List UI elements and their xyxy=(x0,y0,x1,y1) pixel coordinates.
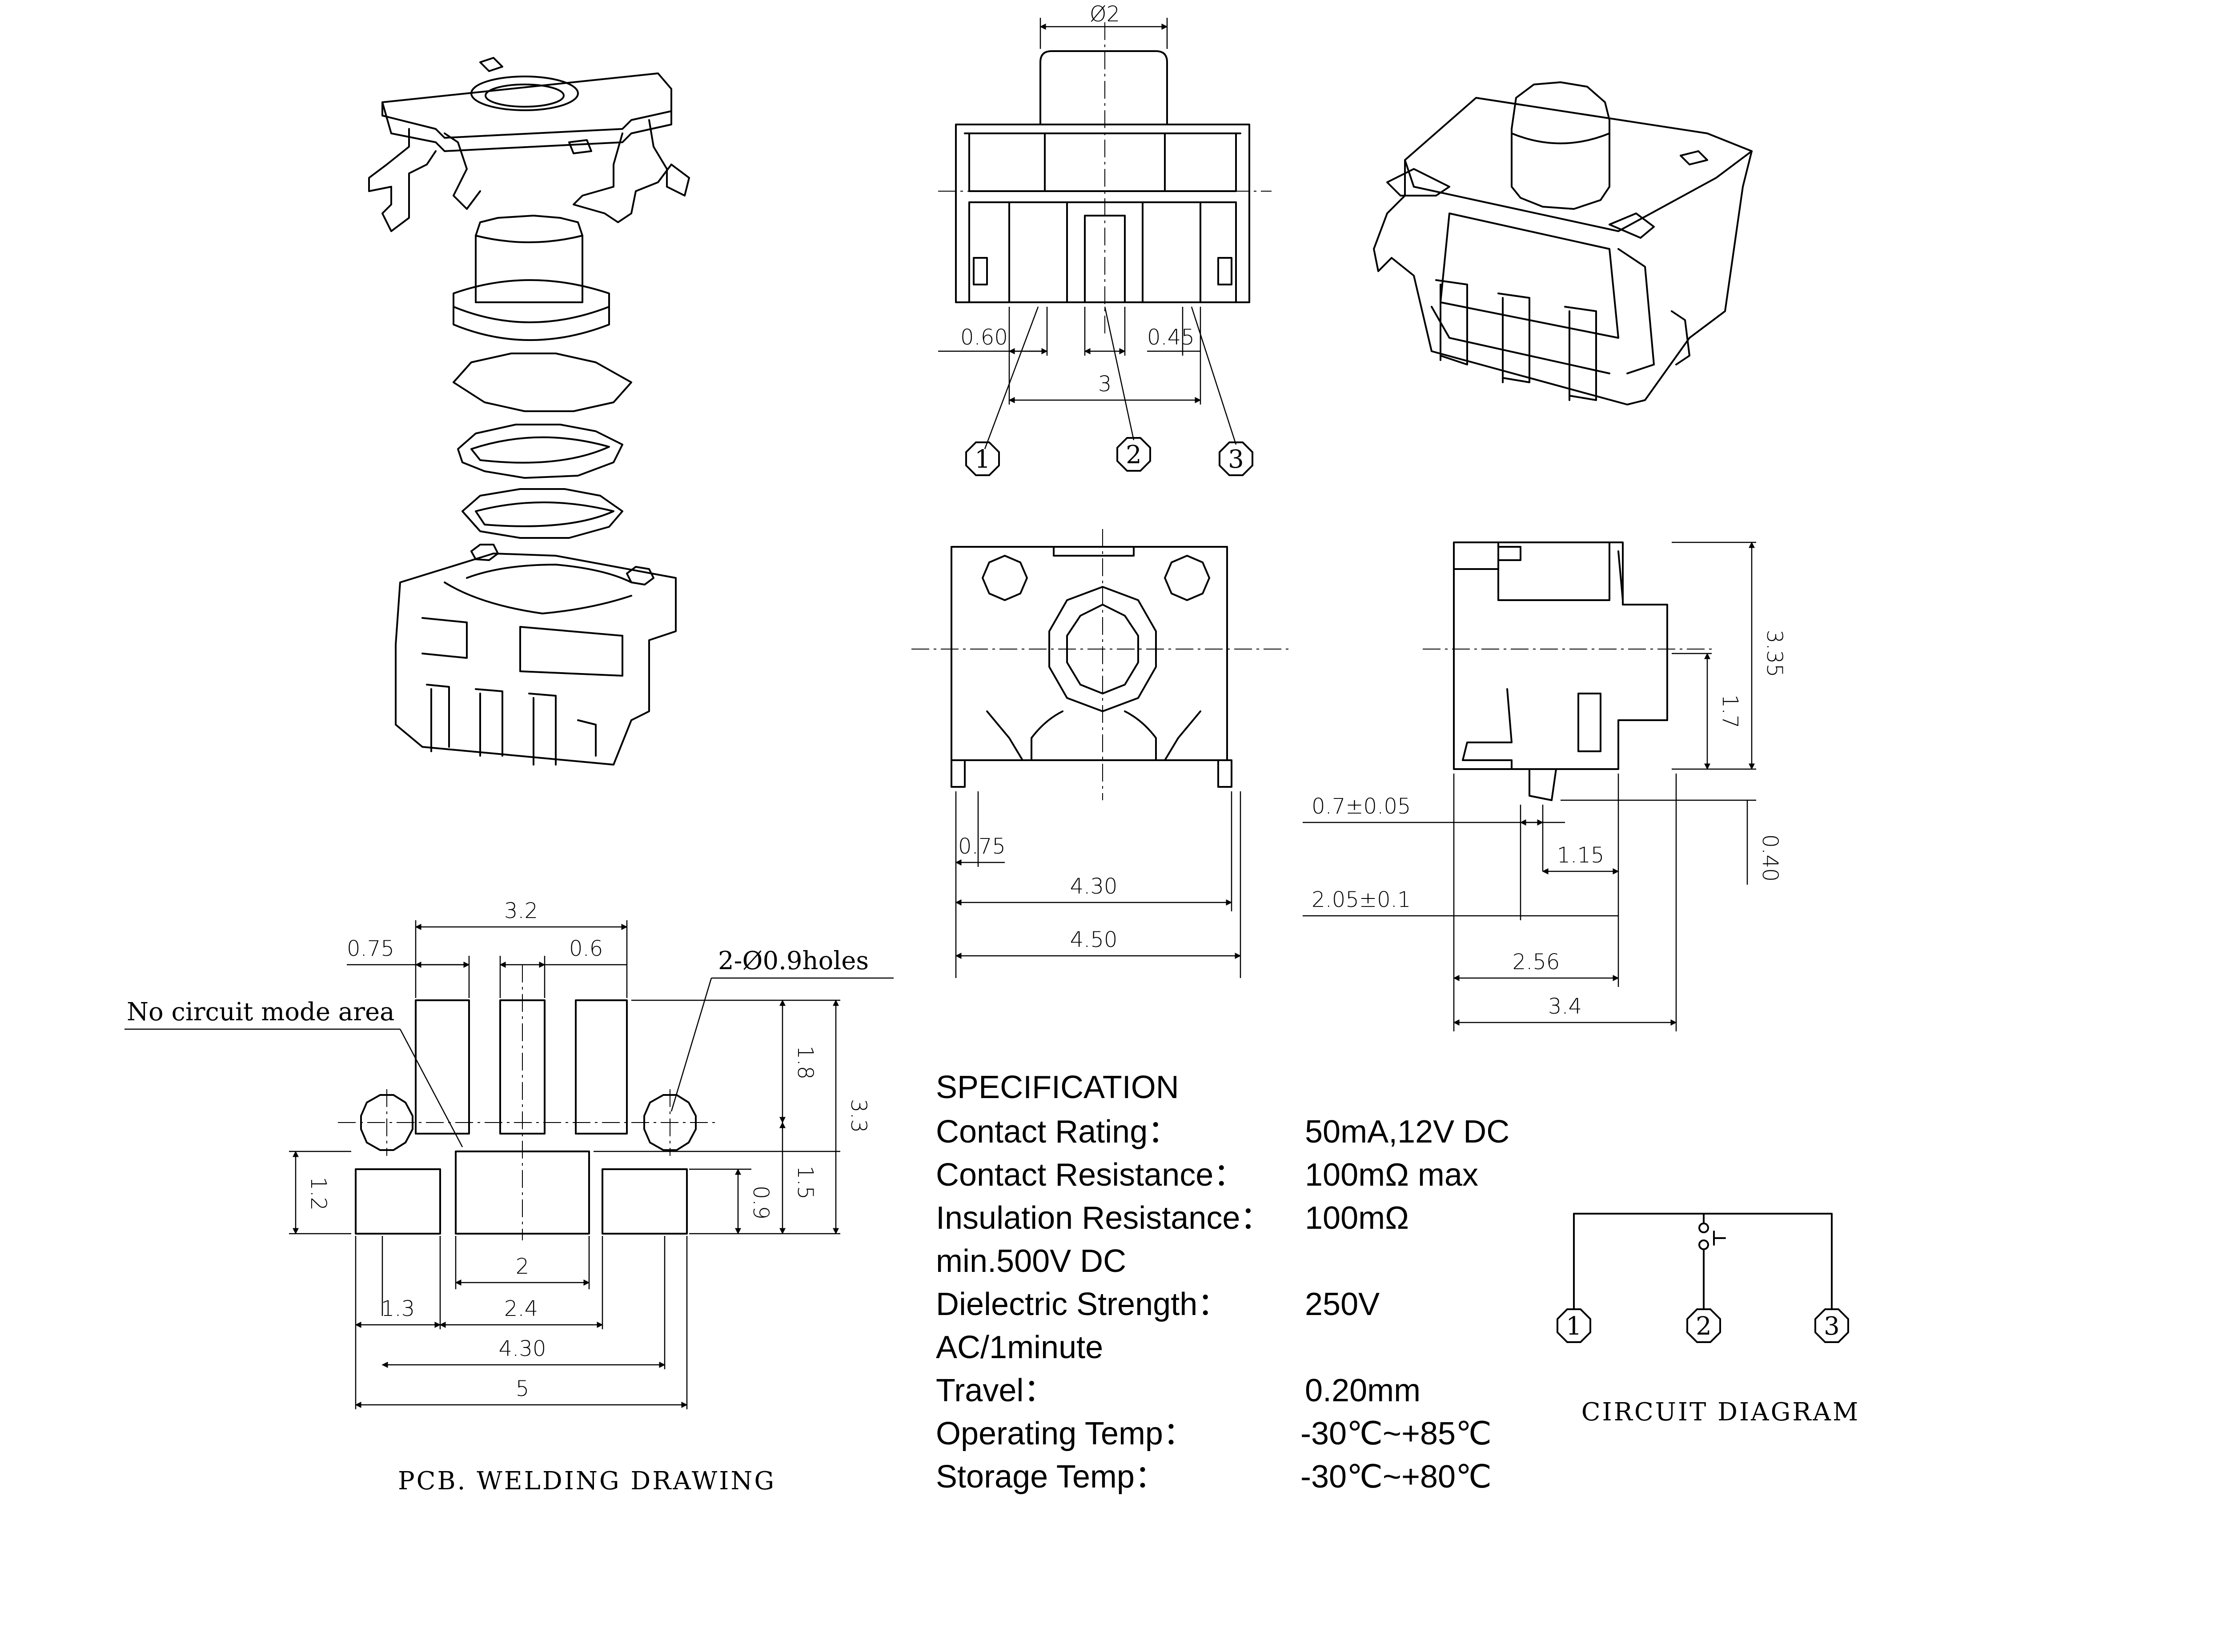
dim-front-075: 0.75 xyxy=(958,834,1006,859)
dim-pcb-13: 1.3 xyxy=(381,1296,415,1321)
dim-side-335: 3.35 xyxy=(1762,630,1787,678)
exploded-actuator xyxy=(453,215,610,341)
spec-label: min.500V DC xyxy=(936,1243,1126,1279)
circuit-diagram: 1 2 3 CIRCUIT DIAGRAM xyxy=(1557,1213,1860,1427)
pin-balloon-2: 2 xyxy=(1116,437,1151,472)
exploded-view xyxy=(368,57,690,766)
label-no-circuit: No circuit mode area xyxy=(127,998,395,1026)
spec-value: 250V xyxy=(1305,1287,1380,1322)
dim-pcb-430: 4.30 xyxy=(499,1336,546,1361)
front-view: 0.75 4.30 4.50 xyxy=(911,529,1289,978)
top-view: Ø2 0.60 0.45 3 1 2 3 xyxy=(938,2,1272,476)
svg-text:2: 2 xyxy=(1696,1312,1712,1341)
svg-text:1: 1 xyxy=(975,445,991,474)
exploded-cover xyxy=(368,57,690,232)
caption-pcb: PCB. WELDING DRAWING xyxy=(398,1467,776,1496)
dim-pcb-12: 1.2 xyxy=(306,1177,331,1211)
spec-rows: Contact Rating： 50mA,12V DC Contact Resist… xyxy=(936,1114,1509,1495)
spec-label: Dielectric Strength： xyxy=(936,1287,1229,1322)
exploded-base xyxy=(395,544,677,766)
exploded-domes xyxy=(453,353,632,539)
spec-value: 50mA,12V DC xyxy=(1305,1114,1509,1150)
dim-side-040: 0.40 xyxy=(1758,834,1782,882)
spec-label: Contact Resistance： xyxy=(936,1157,1245,1193)
caption-circuit: CIRCUIT DIAGRAM xyxy=(1581,1398,1860,1427)
dim-front-450: 4.50 xyxy=(1070,927,1118,952)
pin-balloon-1: 1 xyxy=(965,441,1000,476)
dim-front-430: 4.30 xyxy=(1070,874,1118,899)
dim-side-17: 1.7 xyxy=(1717,694,1742,728)
spec-value: -30℃~+80℃ xyxy=(1300,1459,1492,1495)
spec-value: -30℃~+85℃ xyxy=(1300,1416,1492,1452)
spec-label: AC/1minute xyxy=(936,1330,1103,1365)
spec-value: 100mΩ max xyxy=(1305,1157,1478,1193)
svg-text:3: 3 xyxy=(1228,445,1244,474)
dim-pcb-32: 3.2 xyxy=(504,898,538,923)
dim-pcb-06: 0.6 xyxy=(569,936,603,961)
pin-balloon-3: 3 xyxy=(1219,441,1253,476)
spec-value: 100mΩ xyxy=(1305,1200,1409,1236)
dim-pcb-24: 2.4 xyxy=(504,1296,538,1321)
circuit-pin-2: 2 xyxy=(1686,1308,1721,1343)
spec-title: SPECIFICATION xyxy=(936,1070,1179,1105)
dim-top-3: 3 xyxy=(1098,372,1112,397)
label-pcb-holes: 2-Ø0.9holes xyxy=(718,946,869,975)
spec-label: Insulation Resistance： xyxy=(936,1200,1272,1236)
dim-pcb-2: 2 xyxy=(516,1254,530,1279)
spec-label: Contact Rating： xyxy=(936,1114,1180,1150)
pcb-welding-drawing: 3.2 0.75 0.6 2-Ø0.9holes No circuit mode… xyxy=(124,898,894,1496)
dim-pcb-5: 5 xyxy=(516,1376,530,1401)
dim-top-060: 0.60 xyxy=(960,325,1008,350)
specification-table: SPECIFICATION Contact Rating： 50mA,12V DC… xyxy=(936,1070,1509,1495)
spec-value: 0.20mm xyxy=(1305,1373,1420,1408)
dim-top-045: 0.45 xyxy=(1147,325,1195,350)
dim-pcb-15: 1.5 xyxy=(793,1166,818,1199)
dim-pcb-33: 3.3 xyxy=(846,1099,871,1133)
spec-label: Storage Temp： xyxy=(936,1459,1167,1495)
svg-text:2: 2 xyxy=(1126,441,1142,469)
dim-side-07: 0.7±0.05 xyxy=(1312,794,1411,819)
dim-pcb-09: 0.9 xyxy=(748,1186,773,1219)
dim-pcb-075: 0.75 xyxy=(347,936,394,961)
dim-side-115: 1.15 xyxy=(1557,843,1605,868)
spec-label: Travel： xyxy=(936,1373,1055,1408)
svg-text:3: 3 xyxy=(1824,1312,1840,1341)
dim-side-256: 2.56 xyxy=(1513,950,1560,974)
side-view: 3.35 1.7 0.40 0.7±0.05 1.15 2.05±0.1 2.5… xyxy=(1303,541,1787,1031)
spec-label: Operating Temp： xyxy=(936,1416,1195,1452)
dim-side-34: 3.4 xyxy=(1548,994,1582,1019)
dim-pcb-18: 1.8 xyxy=(793,1046,818,1079)
isometric-view xyxy=(1373,81,1753,405)
dim-top-dia: Ø2 xyxy=(1090,2,1120,27)
circuit-pin-1: 1 xyxy=(1557,1308,1591,1343)
circuit-pin-3: 3 xyxy=(1814,1308,1849,1343)
svg-text:1: 1 xyxy=(1566,1312,1582,1341)
dim-side-205: 2.05±0.1 xyxy=(1312,887,1411,912)
